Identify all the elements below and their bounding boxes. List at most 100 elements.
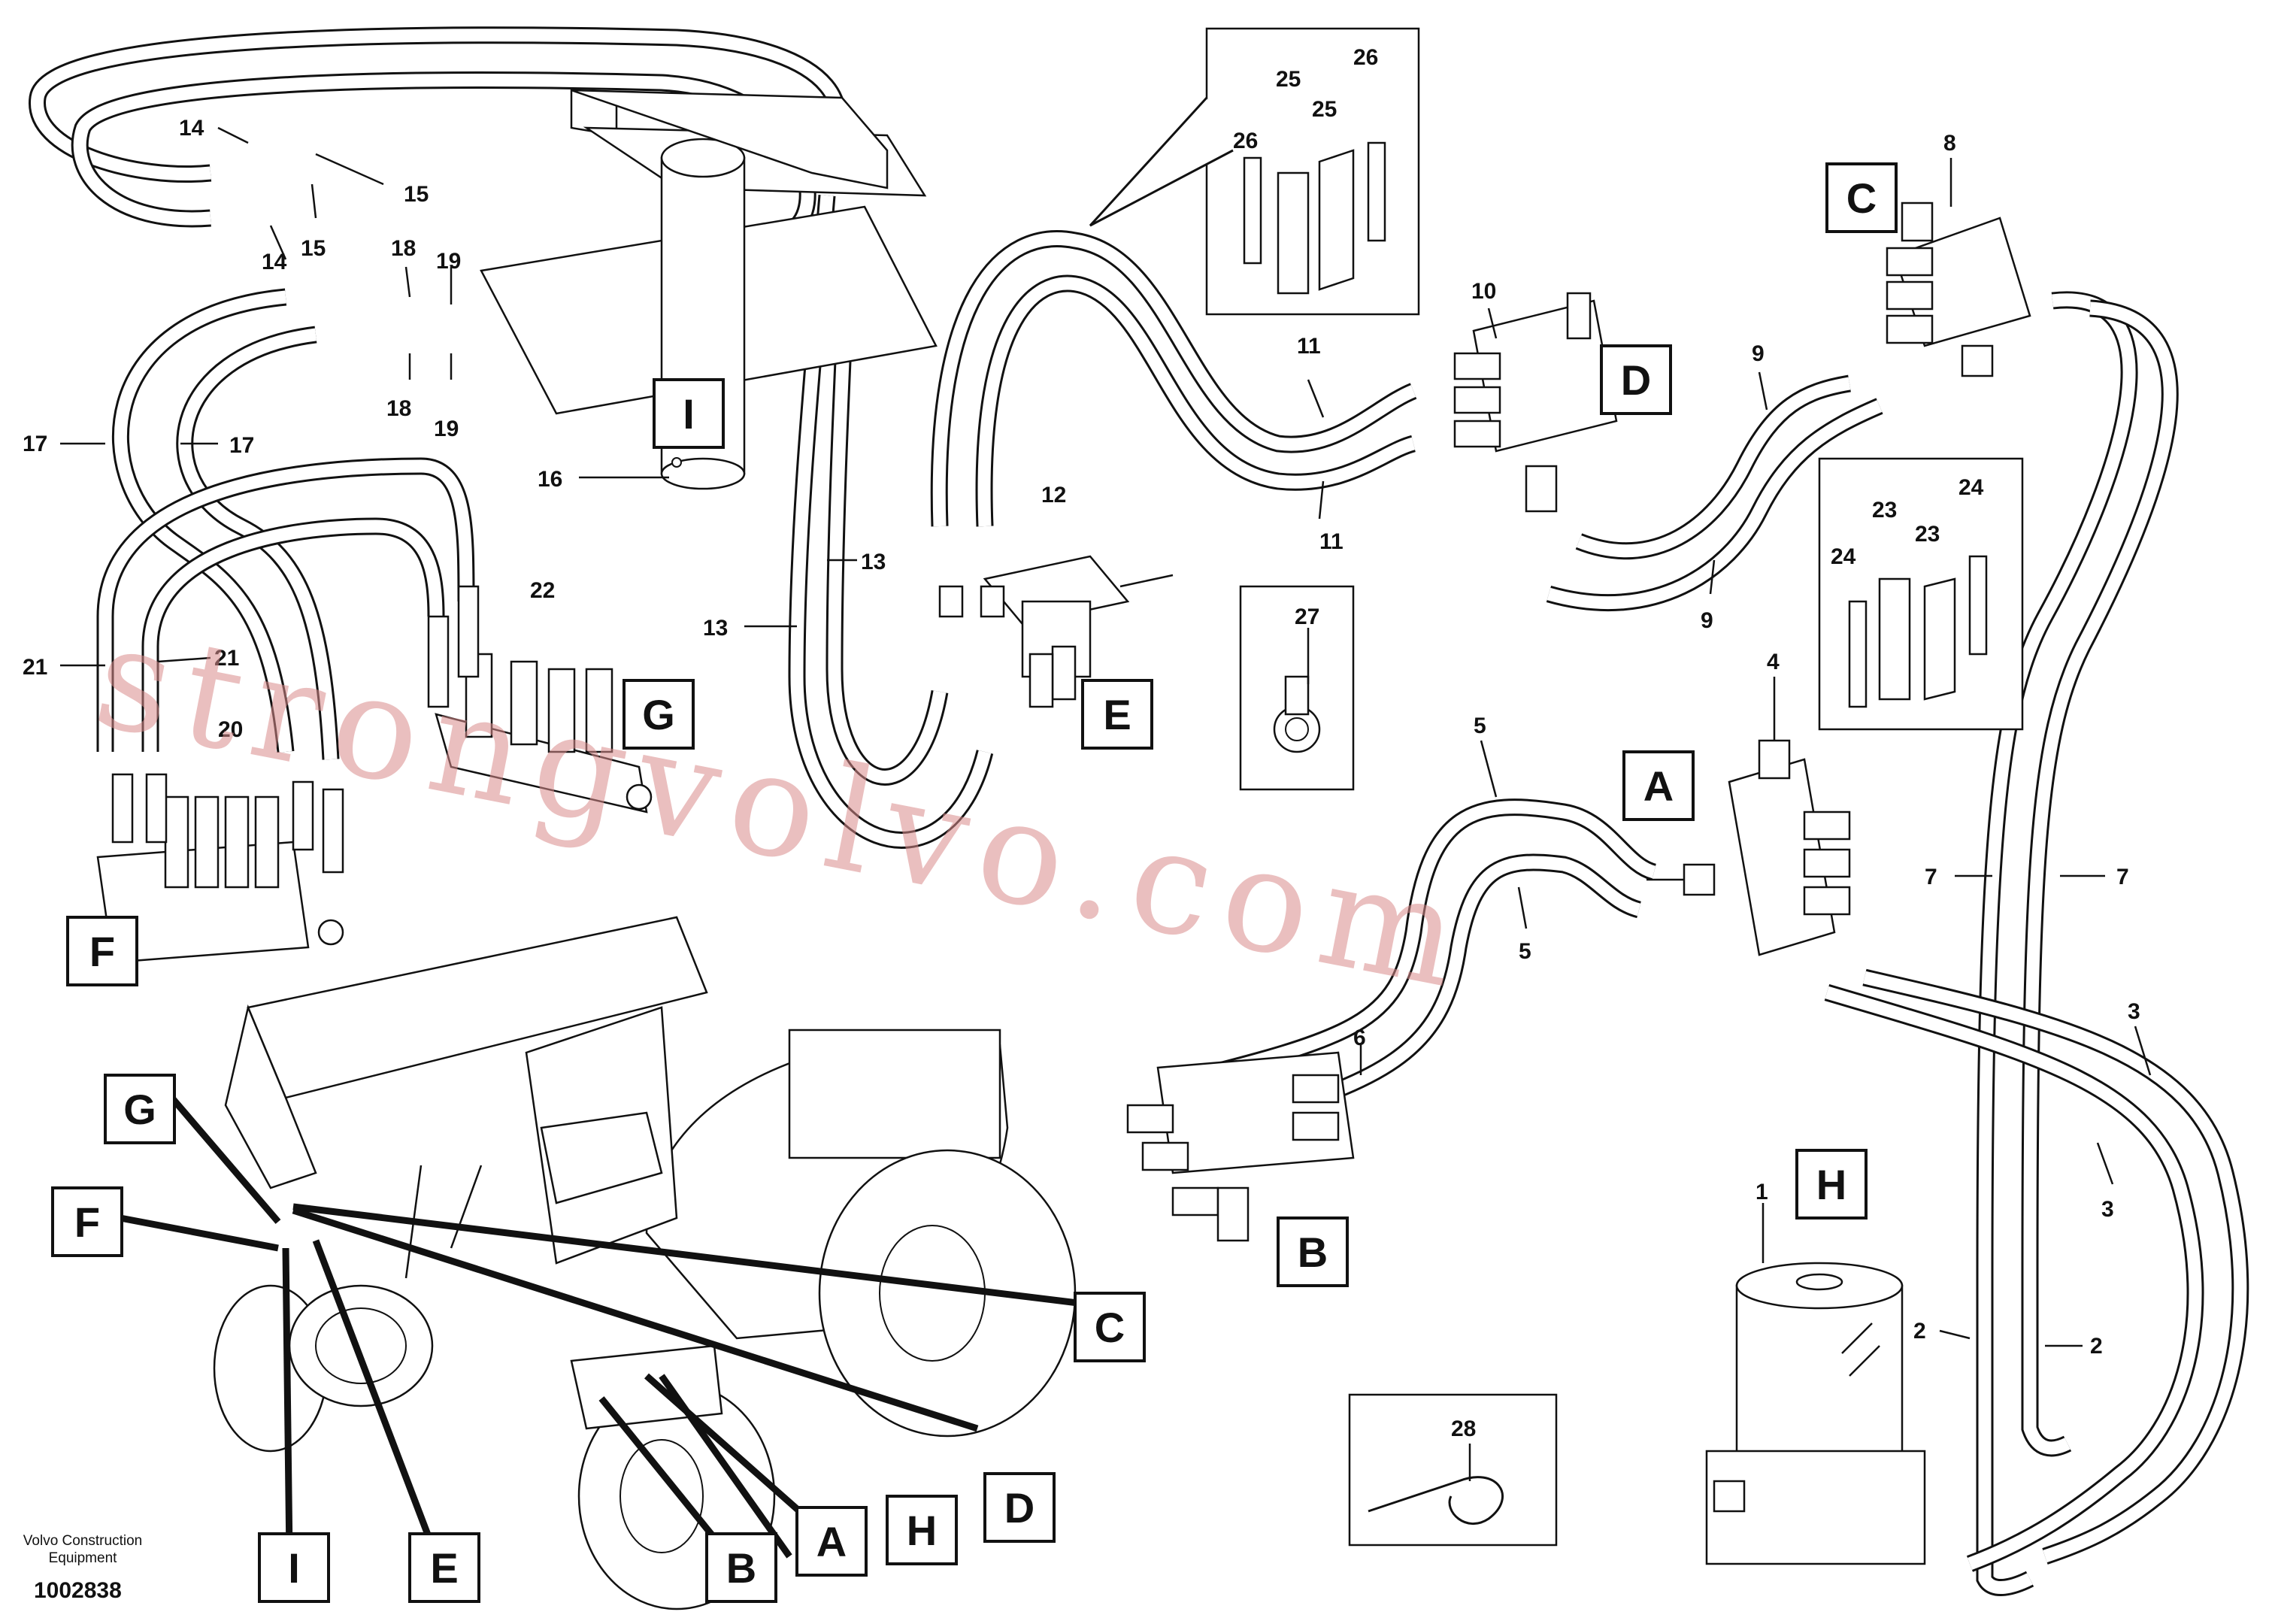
box-A-top	[1622, 750, 1695, 821]
box-F-top	[66, 916, 138, 986]
callout-11-lower: 11	[1319, 529, 1344, 554]
callout-2-left: 2	[1913, 1319, 1926, 1344]
box-I-top	[653, 378, 725, 449]
callout-13-lower: 13	[703, 616, 728, 641]
svg-text:G: G	[642, 691, 675, 738]
callout-23-right: 23	[1915, 522, 1940, 547]
callout-22: 22	[530, 578, 555, 603]
callout-13-upper: 13	[861, 550, 886, 574]
callout-16: 16	[538, 467, 562, 492]
callout-27: 27	[1295, 604, 1319, 629]
svg-text:H: H	[907, 1507, 937, 1554]
box-B-top	[1277, 1216, 1349, 1287]
valve-block-22	[427, 585, 653, 814]
callout-5-lower: 5	[1519, 939, 1531, 964]
letter-boxes: I G F E D C A B H G F I E B A H D	[51, 162, 1898, 1603]
hose-set-9	[1546, 374, 1883, 612]
box-E-machine	[408, 1532, 480, 1603]
callout-18-upper: 18	[391, 236, 416, 261]
callout-17-left: 17	[23, 432, 47, 456]
inset-box-cable-tie-28	[1348, 1393, 1558, 1547]
box-D-machine	[983, 1472, 1056, 1543]
svg-text:I: I	[288, 1544, 300, 1592]
reservoir-1	[1705, 1262, 1926, 1565]
callout-25-left: 25	[1276, 67, 1301, 92]
svg-text:F: F	[74, 1198, 100, 1246]
box-D-top	[1600, 344, 1672, 415]
callout-12: 12	[1041, 483, 1066, 508]
callout-7-right: 7	[2116, 865, 2129, 889]
box-C-top	[1825, 162, 1898, 233]
inset-box-clamp-27	[1239, 585, 1355, 791]
box-I-machine	[258, 1532, 330, 1603]
callout-5-upper: 5	[1474, 714, 1486, 738]
valve-block-12	[938, 555, 1174, 708]
svg-text:D: D	[1621, 356, 1651, 404]
svg-text:C: C	[1095, 1304, 1125, 1351]
valve-block-10	[1453, 292, 1618, 513]
callout-10: 10	[1471, 279, 1496, 304]
leader-lines	[60, 126, 2152, 1481]
callout-15-upper: 15	[404, 182, 429, 207]
callout-21-left: 21	[23, 655, 47, 680]
svg-text:B: B	[1298, 1229, 1328, 1276]
footer: Volvo Construction Equipment 1002838	[23, 1533, 142, 1603]
svg-text:D: D	[1004, 1484, 1035, 1532]
company-name-line1: Volvo Construction	[23, 1533, 142, 1549]
svg-text:E: E	[1103, 691, 1131, 738]
callout-9-upper: 9	[1752, 341, 1765, 366]
callout-4: 4	[1767, 650, 1780, 674]
box-H-top	[1795, 1149, 1868, 1220]
callout-8: 8	[1943, 131, 1956, 156]
box-B-machine	[705, 1532, 777, 1603]
callout-3-upper: 3	[2128, 999, 2140, 1024]
svg-text:I: I	[683, 390, 695, 438]
svg-text:F: F	[89, 928, 115, 975]
callout-26-left: 26	[1233, 129, 1258, 153]
inset-box-clamps-25-26	[1089, 27, 1420, 316]
callout-18-lower: 18	[386, 396, 411, 421]
svg-text:A: A	[816, 1518, 847, 1565]
callout-24-left: 24	[1831, 544, 1856, 569]
valve-block-20	[96, 773, 344, 964]
inset-box-clamps-23-24	[1818, 457, 2024, 731]
hose-set-21	[96, 457, 475, 752]
callout-6: 6	[1353, 1026, 1366, 1050]
box-F-machine	[51, 1186, 123, 1257]
callout-21-right: 21	[214, 646, 239, 671]
hose-set-5	[1171, 798, 1657, 1137]
valve-block-8	[1886, 201, 2031, 377]
callout-14-lower: 14	[262, 250, 287, 274]
svg-text:E: E	[430, 1544, 458, 1592]
callout-15-lower: 15	[301, 236, 326, 261]
callout-19-lower: 19	[434, 417, 459, 441]
valve-block-4	[1646, 739, 1851, 956]
company-name-line2: Equipment	[49, 1550, 118, 1566]
box-G-top	[623, 679, 695, 750]
box-H-machine	[886, 1495, 958, 1565]
box-A-machine	[795, 1506, 868, 1577]
svg-text:A: A	[1643, 762, 1674, 810]
callout-25-right: 25	[1312, 97, 1337, 122]
callout-11-upper: 11	[1297, 334, 1321, 359]
callout-3-lower: 3	[2101, 1197, 2114, 1222]
machine-pointer-lines	[120, 1088, 1091, 1559]
callout-2-right: 2	[2090, 1334, 2103, 1359]
hose-set-11	[930, 230, 1417, 527]
callout-17-right: 17	[229, 433, 254, 458]
callout-1: 1	[1755, 1180, 1768, 1204]
callout-23-left: 23	[1872, 498, 1897, 523]
callout-28: 28	[1451, 1416, 1476, 1441]
box-E-top	[1081, 679, 1153, 750]
box-G-machine	[104, 1074, 176, 1144]
svg-text:H: H	[1816, 1161, 1846, 1208]
callout-14-upper: 14	[179, 116, 204, 141]
callout-labels: 14 14 15 15 18 18 19 19 17 17 16 21 21 2…	[23, 45, 2140, 1441]
svg-text:C: C	[1846, 174, 1877, 222]
svg-text:G: G	[123, 1086, 156, 1133]
callout-9-lower: 9	[1701, 608, 1713, 633]
valve-block-6	[1126, 1051, 1355, 1242]
hose-set-3	[1824, 968, 2249, 1572]
drawing-number: 1002838	[34, 1578, 122, 1603]
